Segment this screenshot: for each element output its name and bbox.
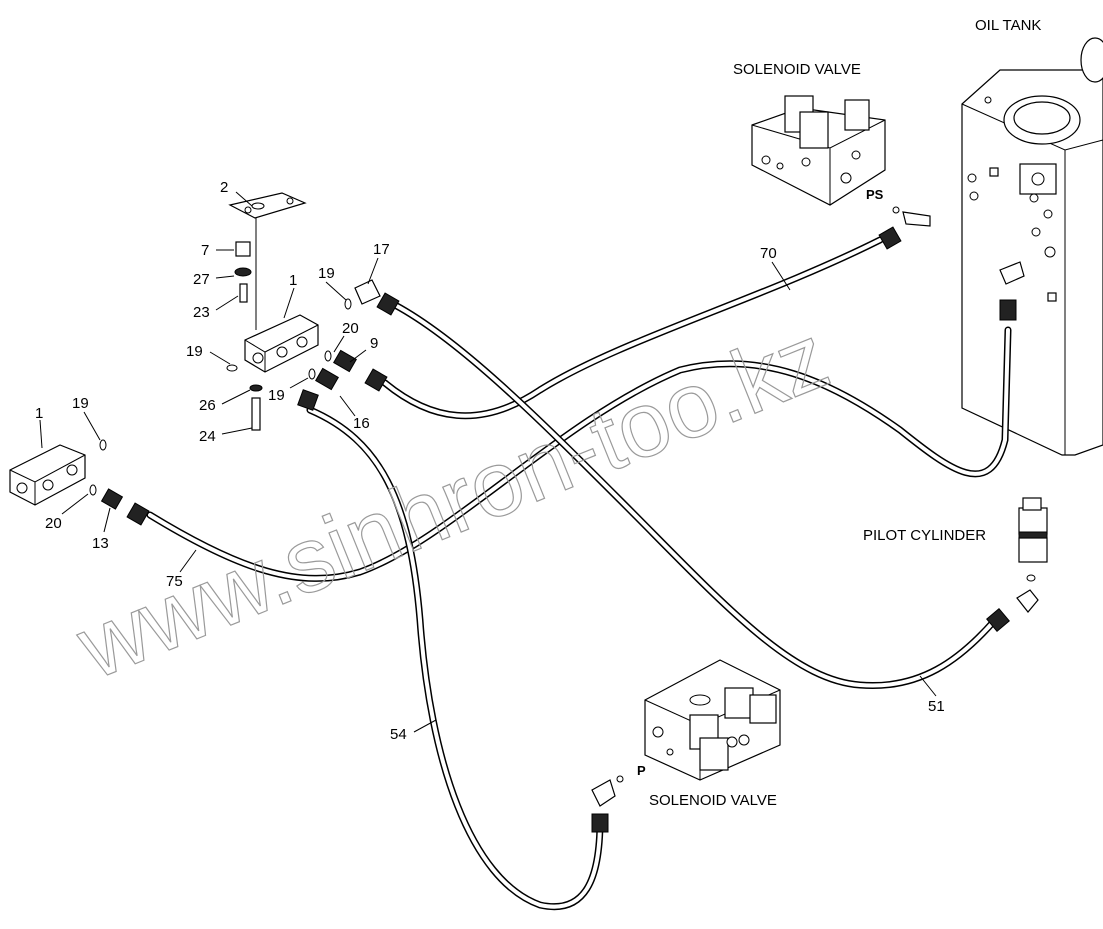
solenoid-valve-top-label: SOLENOID VALVE (733, 61, 861, 78)
solenoid-valve-top (751, 95, 886, 206)
callout-9: 9 (370, 335, 378, 352)
callout-1-upper: 1 (289, 272, 297, 289)
callout-17: 17 (373, 241, 390, 258)
callout-19-a: 19 (318, 265, 335, 282)
callout-20-a: 20 (342, 320, 359, 337)
oil-tank-label: OIL TANK (975, 17, 1041, 34)
adapters-upper (226, 279, 381, 391)
callout-24: 24 (199, 428, 216, 445)
callout-19-c: 19 (268, 387, 285, 404)
solenoid-valve-bottom (644, 659, 781, 781)
callout-1-lower: 1 (35, 405, 43, 422)
callout-51: 51 (928, 698, 945, 715)
callout-19-b: 19 (186, 343, 203, 360)
callout-27: 27 (193, 271, 210, 288)
port-p-label: P (637, 763, 646, 778)
callout-leaders (39, 191, 937, 733)
hose-fittings (126, 226, 1025, 833)
watermark: www.sinhron-too.kz (63, 305, 842, 699)
callout-26: 26 (199, 397, 216, 414)
callout-19-d: 19 (72, 395, 89, 412)
bracket-block-upper (228, 192, 319, 431)
callout-7: 7 (201, 242, 209, 259)
pilot-cylinder (1016, 497, 1048, 613)
callout-13: 13 (92, 535, 109, 552)
solenoid-valve-bottom-label: SOLENOID VALVE (649, 792, 777, 809)
pilot-cylinder-label: PILOT CYLINDER (863, 527, 986, 544)
callout-54: 54 (390, 726, 407, 743)
hoses (146, 236, 1012, 911)
callout-2: 2 (220, 179, 228, 196)
bracket-block-lower (9, 439, 124, 510)
callout-23: 23 (193, 304, 210, 321)
callout-20-b: 20 (45, 515, 62, 532)
port-ps-label: PS (866, 187, 884, 202)
callout-75: 75 (166, 573, 183, 590)
oil-tank (961, 37, 1103, 456)
callout-70: 70 (760, 245, 777, 262)
callout-16: 16 (353, 415, 370, 432)
